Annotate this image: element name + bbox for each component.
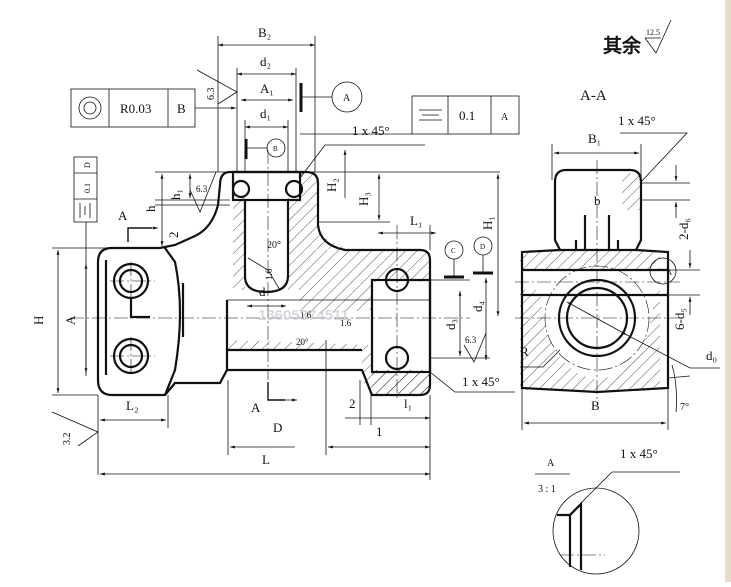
datum-label: B [273,145,278,153]
chamfer-label: 1 x 45° [618,113,656,128]
roughness-value: 3.2 [62,433,73,446]
angle-20: 20° [296,337,309,347]
chamfer-label: 1 x 45° [462,374,500,389]
roughness-symbol-icon [644,19,672,54]
tolerance-value: 0.1 [459,108,475,123]
roughness-value: 1.6 [340,318,352,328]
datum-d: D [473,236,493,275]
dim-a1: A₁ [260,81,274,96]
dim-H: H [31,316,46,325]
roughness-value: 1.6 [300,310,312,320]
roughness-symbol-icon [247,257,281,291]
section-title: A-A [580,88,607,104]
dim-B: B [591,398,600,413]
watermark: 13605374511 [258,307,349,324]
inner-annotations: 20° 20° 1.6 1.6 1.6 [247,240,352,347]
tolerance-frame-symmetry-d: 0.1 D [73,156,98,376]
detail-a-callout [649,257,677,285]
tolerance-datum: D [83,162,92,168]
dim-l1: l₁ [404,396,412,411]
dim-D: D [273,420,282,435]
roughness-value: 6.3 [206,88,217,101]
dim-6-d5: 6-d₅ [672,308,687,330]
dim-L: L [262,452,270,467]
roughness-value: 6.3 [196,184,208,194]
tolerance-frame-concentricity: R0.03 B [70,88,236,128]
section-markers: A A [118,208,297,415]
dim-1: 1 [376,424,383,439]
roughness-value: 1.6 [264,268,274,280]
datum-b: B [244,138,286,159]
tolerance-datum: A [501,112,509,123]
main-view [70,150,470,400]
note-text: 其余 [603,34,642,57]
dim-d: d [259,284,266,299]
dim-d1: d₁ [260,106,271,121]
tolerance-value: 0.1 [83,183,92,193]
dim-H1: H₁ [480,216,495,230]
roughness-symbol-icon [463,332,487,363]
dim-b: b [594,193,601,208]
detail-scale: 3 : 1 [538,484,556,495]
dim-d3: d₃ [443,319,458,330]
dim-L1: L₁ [410,213,422,228]
dim-B1: B₁ [588,131,601,146]
datum-label: D [480,243,485,251]
datum-c: C [444,240,464,279]
dim-h1: h₁ [168,189,183,200]
dim-2: 2 [349,396,356,411]
tolerance-frame-symmetry-a: 0.1 A [300,95,520,135]
section-view-a-a: A-A 1 x 45° B₁ b 2-d₆ 6-d₅ A [515,88,720,430]
dim-h: h [143,205,158,212]
dim-d0: d₀ [706,348,717,363]
dim-2-d6: 2-d₆ [676,218,691,240]
datum-label: C [451,247,456,255]
note-roughness-value: 12.5 [646,28,660,37]
detail-name: A [547,458,555,469]
dim-A: A [63,315,78,325]
top-dimensions: B₂ d₂ A₁ d₁ 6.3 [196,25,316,172]
roughness-symbol-icon [189,171,217,214]
tolerance-datum: B [177,101,186,116]
chamfer-label: 1 x 45° [352,123,390,138]
roughness-symbol-icon [51,411,99,447]
datum-a-top: A [299,81,363,113]
detail-view-a: A 3 : 1 1 x 45° [535,446,680,575]
datum-label: A [343,93,351,104]
angle-7: 7° [680,402,689,413]
symmetry-icon [419,109,442,121]
dim-2: 2 [166,232,181,239]
dim-H3: H₃ [356,192,371,206]
page-edge [725,0,731,582]
section-marker-label: A [118,208,128,223]
angle-20: 20° [267,240,281,251]
dim-H2: H₂ [324,178,339,192]
dim-b2: B₂ [258,25,271,40]
roughness-value: 6.3 [465,335,477,345]
symmetry-icon [79,203,91,218]
detail-a-label: A [667,269,672,277]
dim-R: R [520,344,529,359]
dim-d2: d₂ [260,54,271,69]
horizontal-dimensions: L₁ d L₂ D 1 L 2 l₁ 3.2 [51,213,436,480]
vertical-dimensions: h h₁ 2 6.3 H A H₂ H₃ H₁ d₃ d₄ 6.3 [31,150,500,396]
dim-d4: d₄ [470,301,485,313]
dim-L2: L₂ [126,398,138,413]
chamfer-callouts: 1 x 45° 1 x 45° [299,123,515,393]
tolerance-value: R0.03 [120,101,151,116]
section-marker-label: A [251,400,261,415]
detail-chamfer: 1 x 45° [620,446,658,461]
roughness-symbol-icon [196,69,238,105]
general-roughness-note: 其余 12.5 [603,19,672,57]
concentricity-icon [78,96,102,120]
